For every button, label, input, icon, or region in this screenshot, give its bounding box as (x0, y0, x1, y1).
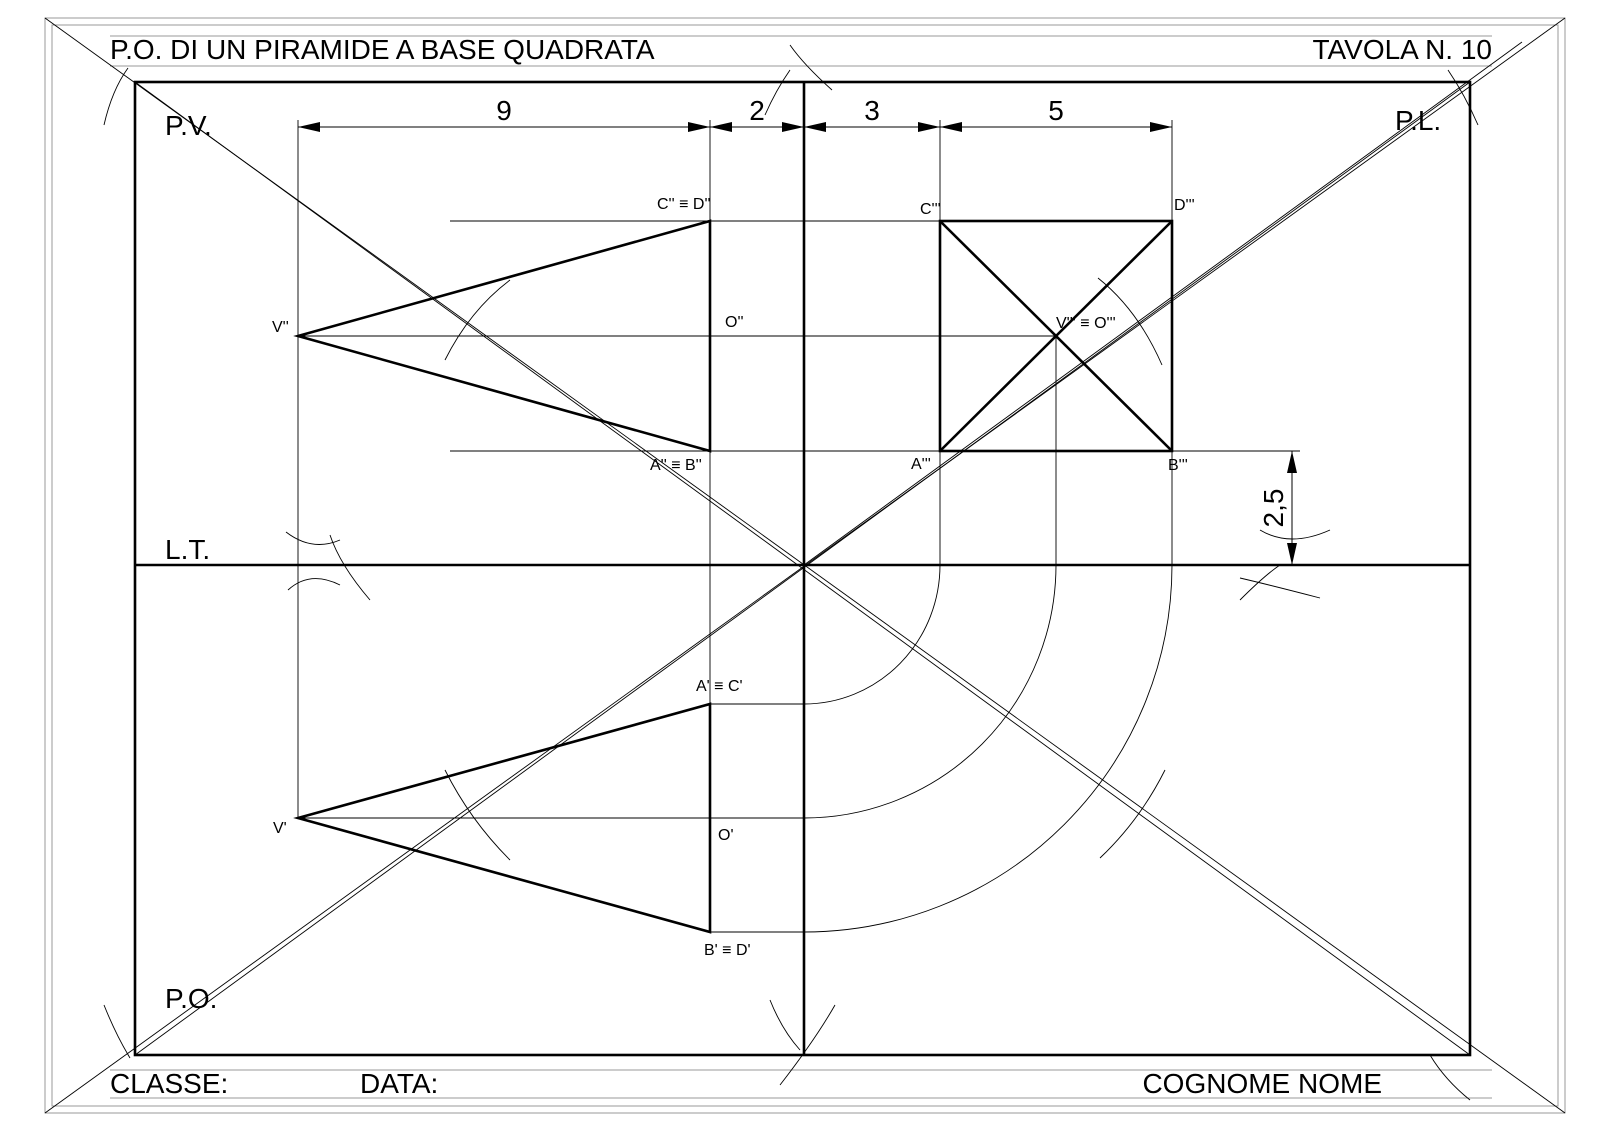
dimension-label-5: 5 (1048, 95, 1064, 126)
plane-label-pl: P.L. (1395, 105, 1441, 136)
point-label-top-center: O' (718, 827, 734, 844)
front-view-pyramid (293, 219, 712, 453)
point-label-side-a: A''' (911, 456, 931, 473)
point-label-side-center: V''' ≡ O''' (1056, 315, 1116, 332)
point-label-top-bd: B' ≡ D' (704, 942, 751, 959)
plane-label-pv: P.V. (165, 110, 212, 141)
dimension-label-2-5: 2,5 (1258, 489, 1289, 528)
footer-cognome-nome: COGNOME NOME (1142, 1068, 1382, 1099)
plane-label-po: P.O. (165, 983, 217, 1014)
sheet-border (44, 17, 1566, 1114)
table-number: TAVOLA N. 10 (1313, 34, 1492, 65)
plane-label-lt: L.T. (165, 534, 210, 565)
sheet-title: P.O. DI UN PIRAMIDE A BASE QUADRATA (110, 34, 655, 65)
point-label-front-center: O'' (725, 314, 744, 331)
dimension-label-9: 9 (496, 95, 512, 126)
top-view-pyramid (293, 702, 712, 934)
point-label-top-ac: A' ≡ C' (696, 678, 743, 695)
point-label-top-apex: V' (273, 820, 287, 837)
point-label-front-apex: V'' (272, 319, 289, 336)
side-view-square (938, 219, 1174, 453)
main-frame (133, 80, 1472, 1057)
point-label-side-c: C''' (920, 201, 941, 218)
dimension-lines (298, 122, 1297, 565)
dimension-label-3: 3 (864, 95, 880, 126)
footer-classe: CLASSE: (110, 1068, 228, 1099)
point-label-side-d: D''' (1174, 197, 1195, 214)
point-label-front-top: C'' ≡ D'' (657, 196, 711, 213)
point-label-side-b: B''' (1168, 457, 1188, 474)
point-label-front-bottom: A'' ≡ B'' (650, 457, 702, 474)
footer-data: DATA: (360, 1068, 438, 1099)
dimension-label-2: 2 (749, 95, 765, 126)
